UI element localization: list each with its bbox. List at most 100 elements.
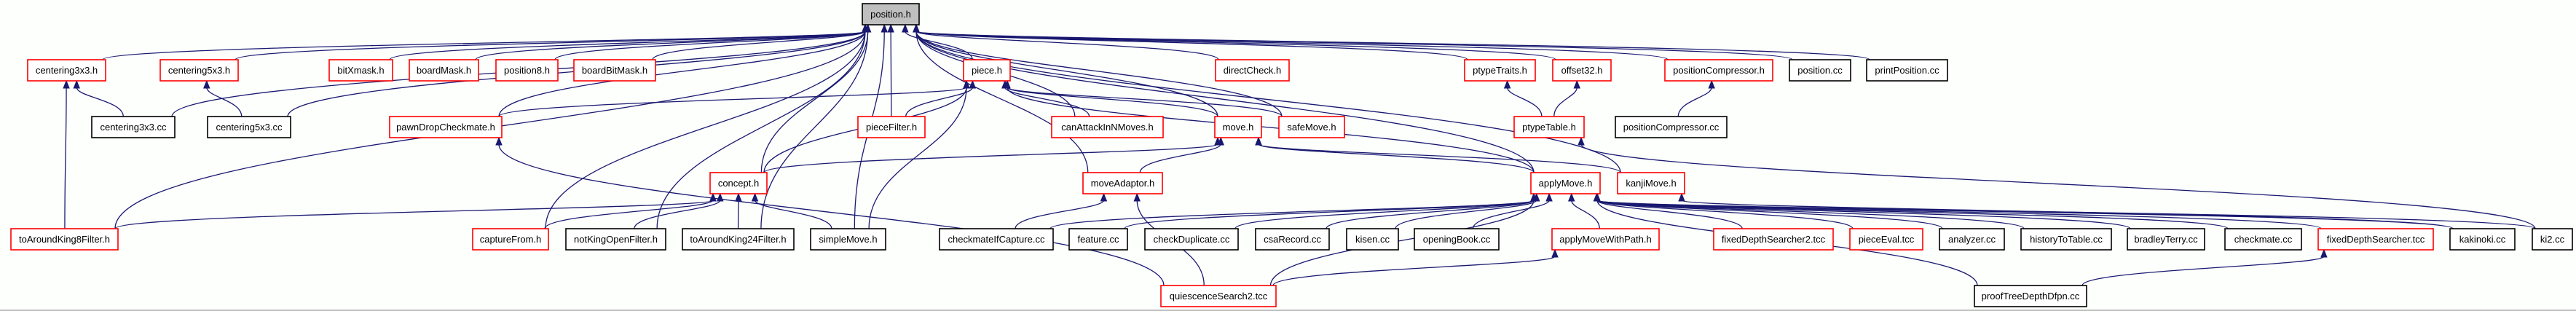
node-box[interactable] xyxy=(1144,228,1239,251)
graph-node-proofTreeDepthDfpn-cc[interactable]: proofTreeDepthDfpn.cc xyxy=(1974,285,2087,307)
graph-node-move-h[interactable]: move.h xyxy=(1214,116,1262,138)
node-box[interactable] xyxy=(91,116,176,138)
node-box[interactable] xyxy=(1051,116,1164,138)
node-box[interactable] xyxy=(2449,228,2516,251)
graph-node-checkDuplicate-cc[interactable]: checkDuplicate.cc xyxy=(1144,228,1239,251)
graph-node-analyzer-cc[interactable]: analyzer.cc xyxy=(1939,228,2005,251)
graph-node-feature-cc[interactable]: feature.cc xyxy=(1068,228,1128,251)
node-box[interactable] xyxy=(472,228,549,251)
node-box[interactable] xyxy=(1789,59,1851,82)
graph-node-piece-h[interactable]: piece.h xyxy=(963,59,1011,82)
graph-node-position-cc[interactable]: position.cc xyxy=(1789,59,1851,82)
node-box[interactable] xyxy=(10,228,119,251)
node-box[interactable] xyxy=(1160,285,1277,307)
graph-node-centering3x3-cc[interactable]: centering3x3.cc xyxy=(91,116,176,138)
node-box[interactable] xyxy=(862,3,920,25)
node-box[interactable] xyxy=(1464,59,1536,82)
node-box[interactable] xyxy=(27,59,106,82)
graph-node-position8-h[interactable]: position8.h xyxy=(495,59,559,82)
graph-node-csaRecord-cc[interactable]: csaRecord.cc xyxy=(1255,228,1330,251)
node-box[interactable] xyxy=(207,116,291,138)
node-box[interactable] xyxy=(1513,116,1585,138)
node-box[interactable] xyxy=(963,59,1011,82)
graph-node-captureFrom-h[interactable]: captureFrom.h xyxy=(472,228,549,251)
graph-node-simpleMove-h[interactable]: simpleMove.h xyxy=(810,228,886,251)
node-box[interactable] xyxy=(2224,228,2302,251)
graph-node-offset32-h[interactable]: offset32.h xyxy=(1552,59,1612,82)
node-box[interactable] xyxy=(328,59,393,82)
graph-node-fixedDepthSearcher2-tcc[interactable]: fixedDepthSearcher2.tcc xyxy=(1713,228,1834,251)
graph-node-kisen-cc[interactable]: kisen.cc xyxy=(1346,228,1399,251)
graph-node-centering5x3-h[interactable]: centering5x3.h xyxy=(159,59,239,82)
graph-node-applyMoveWithPath-h[interactable]: applyMoveWithPath.h xyxy=(1551,228,1660,251)
node-box[interactable] xyxy=(1414,228,1500,251)
node-box[interactable] xyxy=(573,59,656,82)
graph-node-pawnDropCheckmate-h[interactable]: pawnDropCheckmate.h xyxy=(389,116,503,138)
graph-node-ki2-cc[interactable]: ki2.cc xyxy=(2532,228,2573,251)
graph-node-canAttackInNMoves-h[interactable]: canAttackInNMoves.h xyxy=(1051,116,1164,138)
graph-node-applyMove-h[interactable]: applyMove.h xyxy=(1530,172,1601,194)
node-box[interactable] xyxy=(1849,228,1923,251)
graph-node-notKingOpenFilter-h[interactable]: notKingOpenFilter.h xyxy=(565,228,666,251)
graph-node-centering5x3-cc[interactable]: centering5x3.cc xyxy=(207,116,291,138)
graph-node-printPosition-cc[interactable]: printPosition.cc xyxy=(1866,59,1948,82)
node-box[interactable] xyxy=(1664,59,1773,82)
graph-node-kakinoki-cc[interactable]: kakinoki.cc xyxy=(2449,228,2516,251)
graph-node-bitXmask-h[interactable]: bitXmask.h xyxy=(328,59,393,82)
graph-node-pieceEval-tcc[interactable]: pieceEval.tcc xyxy=(1849,228,1923,251)
graph-node-openingBook-cc[interactable]: openingBook.cc xyxy=(1414,228,1500,251)
node-box[interactable] xyxy=(1214,116,1262,138)
node-box[interactable] xyxy=(1255,228,1330,251)
node-box[interactable] xyxy=(2127,228,2205,251)
node-box[interactable] xyxy=(939,228,1054,251)
node-box[interactable] xyxy=(389,116,503,138)
node-box[interactable] xyxy=(495,59,559,82)
graph-node-historyToTable-cc[interactable]: historyToTable.cc xyxy=(2020,228,2112,251)
graph-node-ptypeTraits-h[interactable]: ptypeTraits.h xyxy=(1464,59,1536,82)
node-box[interactable] xyxy=(1615,116,1728,138)
graph-node-bradleyTerry-cc[interactable]: bradleyTerry.cc xyxy=(2127,228,2205,251)
node-box[interactable] xyxy=(1068,228,1128,251)
node-box[interactable] xyxy=(682,228,795,251)
node-box[interactable] xyxy=(159,59,239,82)
node-box[interactable] xyxy=(1974,285,2087,307)
graph-node-toAroundKing8Filter-h[interactable]: toAroundKing8Filter.h xyxy=(10,228,119,251)
graph-node-quiescenceSearch2-tcc[interactable]: quiescenceSearch2.tcc xyxy=(1160,285,1277,307)
graph-node-positionCompressor-h[interactable]: positionCompressor.h xyxy=(1664,59,1773,82)
node-box[interactable] xyxy=(1278,116,1345,138)
node-box[interactable] xyxy=(2317,228,2434,251)
graph-node-checkmate-cc[interactable]: checkmate.cc xyxy=(2224,228,2302,251)
graph-node-checkmateIfCapture-cc[interactable]: checkmateIfCapture.cc xyxy=(939,228,1054,251)
graph-node-boardMask-h[interactable]: boardMask.h xyxy=(409,59,479,82)
node-box[interactable] xyxy=(1713,228,1834,251)
graph-node-fixedDepthSearcher-tcc[interactable]: fixedDepthSearcher.tcc xyxy=(2317,228,2434,251)
graph-node-centering3x3-h[interactable]: centering3x3.h xyxy=(27,59,106,82)
node-box[interactable] xyxy=(1939,228,2005,251)
node-box[interactable] xyxy=(810,228,886,251)
node-box[interactable] xyxy=(1082,172,1163,194)
node-box[interactable] xyxy=(1551,228,1660,251)
node-box[interactable] xyxy=(709,172,768,194)
graph-node-ptypeTable-h[interactable]: ptypeTable.h xyxy=(1513,116,1585,138)
node-box[interactable] xyxy=(1617,172,1685,194)
graph-node-directCheck-h[interactable]: directCheck.h xyxy=(1215,59,1290,82)
node-box[interactable] xyxy=(1346,228,1399,251)
graph-node-toAroundKing24Filter-h[interactable]: toAroundKing24Filter.h xyxy=(682,228,795,251)
node-box[interactable] xyxy=(1530,172,1601,194)
node-box[interactable] xyxy=(409,59,479,82)
graph-node-kanjiMove-h[interactable]: kanjiMove.h xyxy=(1617,172,1685,194)
node-box[interactable] xyxy=(2020,228,2112,251)
graph-node-moveAdaptor-h[interactable]: moveAdaptor.h xyxy=(1082,172,1163,194)
graph-node-boardBitMask-h[interactable]: boardBitMask.h xyxy=(573,59,656,82)
node-box[interactable] xyxy=(2532,228,2573,251)
node-box[interactable] xyxy=(1215,59,1290,82)
graph-node-positionCompressor-cc[interactable]: positionCompressor.cc xyxy=(1615,116,1728,138)
node-box[interactable] xyxy=(565,228,666,251)
node-box[interactable] xyxy=(857,116,926,138)
node-box[interactable] xyxy=(1866,59,1948,82)
node-box[interactable] xyxy=(1552,59,1612,82)
graph-node-pieceFilter-h[interactable]: pieceFilter.h xyxy=(857,116,926,138)
graph-node-position-h[interactable]: position.h xyxy=(862,3,920,25)
graph-node-concept-h[interactable]: concept.h xyxy=(709,172,768,194)
graph-node-safeMove-h[interactable]: safeMove.h xyxy=(1278,116,1345,138)
